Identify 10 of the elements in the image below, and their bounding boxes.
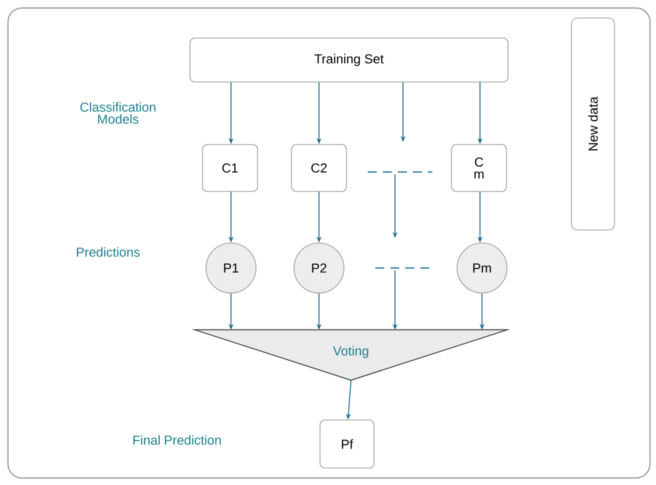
ellipsis-dashes [368,171,432,173]
section-label: Final Prediction [133,435,221,445]
side-box: New data [571,18,615,230]
model-box: C2 [291,144,347,192]
process-box: Training Set [190,38,508,82]
model-box: C1 [202,144,258,192]
section-label: Predictions [76,247,140,257]
model-box: C m [451,144,507,192]
section-label: Classification Models [80,102,156,124]
result-box: Pf [320,420,374,468]
